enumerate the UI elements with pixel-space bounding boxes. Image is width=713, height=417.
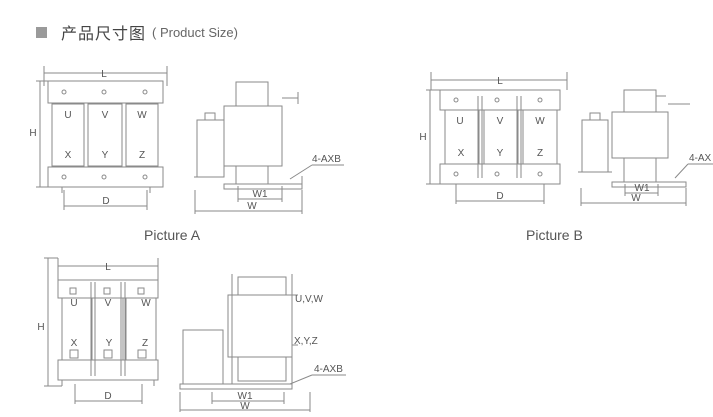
dim-H-label: H — [29, 128, 36, 139]
terminal-U: U — [70, 298, 77, 309]
terminal-group-top-label: U,V,W — [295, 294, 324, 305]
picture-b-side-view: W1 W 4-AX — [578, 89, 713, 206]
dim-H-label: H — [419, 132, 426, 143]
mount-hole-label: 4-AXB — [314, 364, 343, 375]
dim-D-label: D — [104, 391, 111, 402]
terminal-Z: Z — [139, 150, 145, 161]
terminal-W: W — [137, 110, 147, 121]
terminal-U: U — [64, 110, 71, 121]
section-subtitle: ( Product Size) — [152, 24, 238, 40]
terminal-X: X — [458, 148, 465, 159]
section-header: 产品尺寸图 ( Product Size) — [36, 20, 238, 44]
terminal-V: V — [105, 298, 112, 309]
terminal-Z: Z — [537, 148, 543, 159]
terminal-V: V — [102, 110, 109, 121]
terminal-group-bottom-label: X,Y,Z — [294, 336, 318, 347]
dim-W-label: W — [247, 201, 257, 212]
terminal-X: X — [65, 150, 72, 161]
dim-L-label: L — [497, 76, 503, 87]
terminal-U: U — [456, 116, 463, 127]
terminal-Y: Y — [497, 148, 504, 159]
dim-L-label: L — [105, 262, 111, 273]
dim-W-label: W — [240, 401, 250, 412]
terminal-Y: Y — [102, 150, 109, 161]
terminal-Y: Y — [106, 338, 113, 349]
dim-W1-label: W1 — [238, 391, 253, 402]
dim-D-label: D — [102, 196, 109, 207]
terminal-V: V — [497, 116, 504, 127]
picture-b-front-view: L U V W X Y Z H D — [419, 72, 568, 204]
mount-hole-label: 4-AX — [689, 153, 712, 164]
dim-L-label: L — [101, 69, 107, 80]
dim-W1-label: W1 — [253, 189, 268, 200]
terminal-W: W — [535, 116, 545, 127]
picture-c-side-view: U,V,W X,Y,Z W1 W 4-AXB — [179, 274, 346, 412]
picture-a-side-view: W1 W 4-AXB — [194, 81, 344, 214]
mount-hole-label: 4-AXB — [312, 154, 341, 165]
section-title: 产品尺寸图 — [61, 24, 147, 43]
dim-W1-label: W1 — [635, 183, 650, 194]
dim-D-label: D — [496, 191, 503, 202]
terminal-Z: Z — [142, 338, 148, 349]
picture-b-caption: Picture B — [526, 227, 583, 243]
dim-W-label: W — [631, 193, 641, 204]
terminal-W: W — [141, 298, 151, 309]
picture-a-caption: Picture A — [144, 227, 201, 243]
square-bullet-icon — [36, 26, 47, 38]
terminal-X: X — [71, 338, 78, 349]
picture-c-front-view: L U V W X Y Z H D — [37, 257, 159, 404]
picture-a-front-view: L U V W X Y Z H D — [29, 66, 168, 210]
dim-H-label: H — [37, 322, 44, 333]
